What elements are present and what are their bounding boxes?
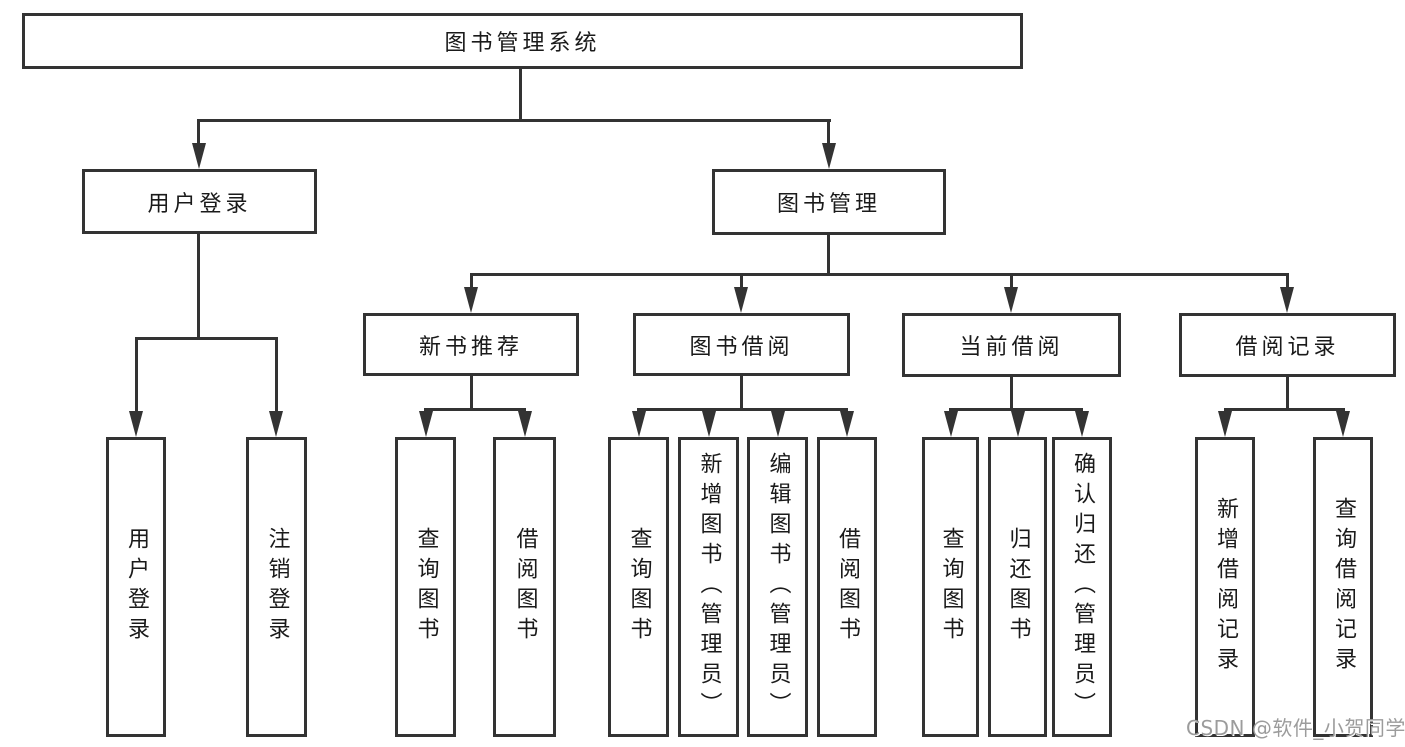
leaf-query-book-borrow-label: 查询图书 (626, 527, 652, 647)
arrowhead-query-book-3 (944, 411, 958, 437)
connector-book-borrow-bar (637, 408, 848, 411)
connector-user-login-stem (197, 234, 200, 340)
arrowhead-confirm-return (1075, 411, 1089, 437)
node-book-borrow: 图书借阅 (633, 313, 850, 376)
node-book-management: 图书管理 (712, 169, 946, 235)
arrowhead-query-record (1336, 411, 1350, 437)
arrowhead-borrow-record (1280, 287, 1294, 313)
leaf-confirm-return-label: 确认归还（管理员） (1070, 452, 1095, 722)
arrowhead-user-login (192, 143, 206, 169)
arrowhead-add-record (1218, 411, 1232, 437)
connector-to-leaf-logout (275, 337, 278, 414)
leaf-query-current-borrow: 查询图书 (922, 437, 979, 737)
connector-to-user-login (197, 119, 200, 146)
connector-user-login-bar (135, 337, 278, 340)
leaf-logout: 注销登录 (246, 437, 307, 737)
arrowhead-book-borrow (734, 287, 748, 313)
leaf-add-book: 新增图书（管理员） (678, 437, 739, 737)
node-borrow-record-label: 借阅记录 (1235, 335, 1340, 360)
connector-borrow-record-stem (1286, 377, 1289, 410)
leaf-borrow-book-recommend: 借阅图书 (493, 437, 556, 737)
arrowhead-book-management (822, 143, 836, 169)
leaf-query-borrow-record-label: 查询借阅记录 (1331, 497, 1356, 677)
connector-book-management-stem (827, 235, 830, 276)
arrowhead-edit-book (771, 411, 785, 437)
connector-book-borrow-stem (740, 376, 743, 410)
arrowhead-borrow-book-1 (518, 411, 532, 437)
leaf-query-borrow-record: 查询借阅记录 (1313, 437, 1373, 737)
leaf-borrow-book: 借阅图书 (817, 437, 877, 737)
leaf-borrow-book-recommend-label: 借阅图书 (512, 527, 538, 647)
connector-root-stem (519, 68, 522, 120)
watermark: CSDN @软件_小贺同学 (1186, 716, 1405, 740)
node-book-management-label: 图书管理 (776, 192, 881, 217)
leaf-return-book: 归还图书 (988, 437, 1047, 737)
connector-to-leaf-user-login (135, 337, 138, 414)
leaf-borrow-book-label: 借阅图书 (835, 527, 860, 647)
leaf-query-book-borrow: 查询图书 (608, 437, 669, 737)
leaf-query-book-recommend: 查询图书 (395, 437, 456, 737)
leaf-return-book-label: 归还图书 (1005, 527, 1031, 647)
arrowhead-return-book (1011, 411, 1025, 437)
node-current-borrow-label: 当前借阅 (959, 335, 1064, 360)
leaf-user-login: 用户登录 (106, 437, 166, 737)
connector-to-book-borrow (740, 273, 743, 289)
node-user-login: 用户登录 (82, 169, 317, 234)
leaf-add-book-label: 新增图书（管理员） (696, 452, 722, 722)
connector-to-book-management (827, 119, 830, 146)
leaf-query-current-borrow-label: 查询图书 (938, 527, 964, 647)
leaf-query-book-recommend-label: 查询图书 (413, 527, 439, 647)
arrowhead-query-book-1 (419, 411, 433, 437)
node-new-book-recommend-label: 新书推荐 (418, 334, 523, 360)
node-root: 图书管理系统 (22, 13, 1023, 69)
leaf-edit-book-label: 编辑图书（管理员） (765, 452, 791, 722)
connector-new-book-stem (470, 376, 473, 410)
leaf-user-login-label: 用户登录 (124, 527, 149, 647)
connector-new-book-bar (424, 408, 526, 411)
connector-to-current-borrow (1010, 273, 1013, 289)
arrowhead-leaf-user-login (129, 411, 143, 437)
node-root-label: 图书管理系统 (444, 31, 601, 56)
node-new-book-recommend: 新书推荐 (363, 313, 579, 376)
arrowhead-query-book-2 (632, 411, 646, 437)
connector-level2-bar (198, 119, 831, 122)
node-borrow-record: 借阅记录 (1179, 313, 1396, 377)
leaf-confirm-return: 确认归还（管理员） (1052, 437, 1112, 737)
node-current-borrow: 当前借阅 (902, 313, 1121, 377)
leaf-add-borrow-record-label: 新增借阅记录 (1213, 497, 1238, 677)
leaf-add-borrow-record: 新增借阅记录 (1195, 437, 1255, 737)
arrowhead-new-book (464, 287, 478, 313)
arrowhead-borrow-book-2 (840, 411, 854, 437)
connector-to-borrow-record (1286, 273, 1289, 289)
connector-to-new-book (470, 273, 473, 289)
arrowhead-current-borrow (1004, 287, 1018, 313)
connector-level3-bar (470, 273, 1288, 276)
leaf-logout-label: 注销登录 (264, 527, 290, 647)
leaf-edit-book: 编辑图书（管理员） (747, 437, 808, 737)
connector-borrow-record-bar (1224, 408, 1345, 411)
node-user-login-label: 用户登录 (147, 191, 252, 217)
arrowhead-add-book (702, 411, 716, 437)
connector-current-borrow-stem (1010, 377, 1013, 410)
node-book-borrow-label: 图书借阅 (689, 334, 794, 360)
arrowhead-leaf-logout (269, 411, 283, 437)
